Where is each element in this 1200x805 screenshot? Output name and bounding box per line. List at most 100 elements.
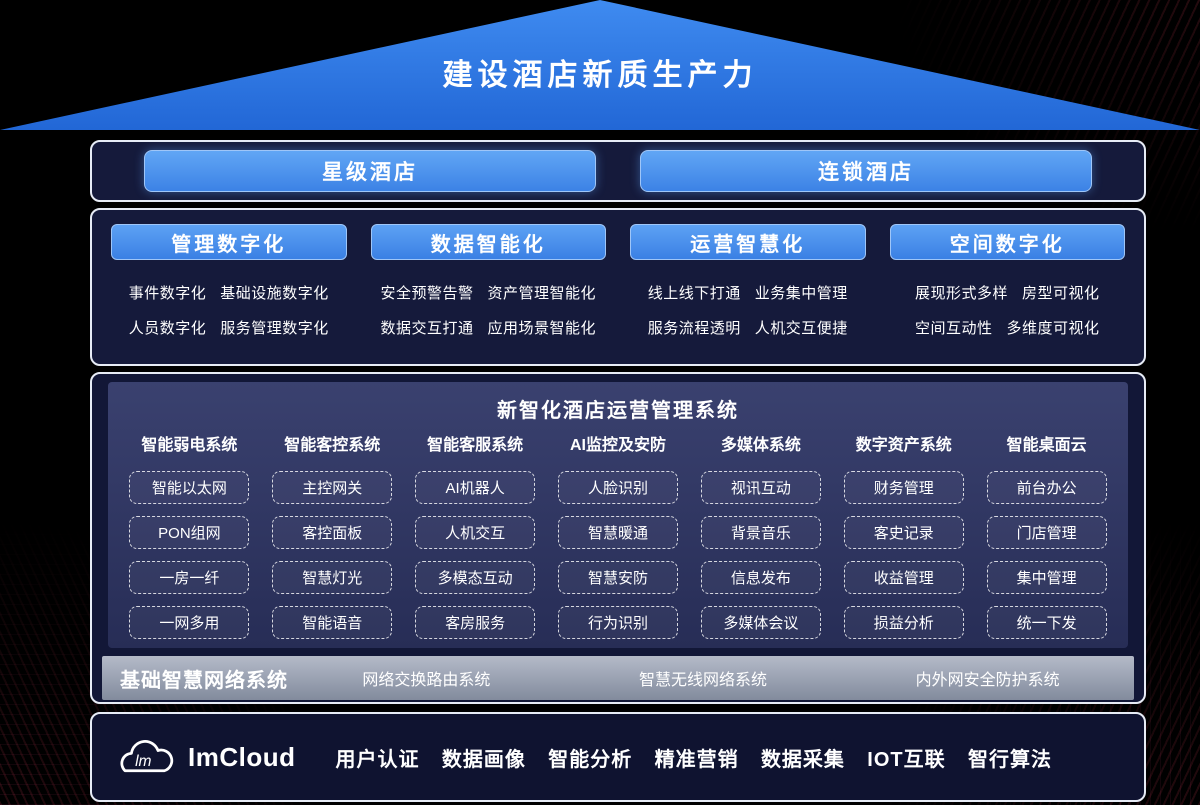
pillar-item: 资产管理智能化 <box>487 285 597 302</box>
pillar-row: 线上线下打通 业务集中管理 <box>648 282 848 303</box>
system-cell: AI机器人 <box>415 471 536 504</box>
system-column-guest-service: 智能客服系统 AI机器人 人机交互 多模态互动 客房服务 <box>404 435 547 639</box>
system-column-weak-current: 智能弱电系统 智能以太网 PON组网 一房一纤 一网多用 <box>118 435 261 639</box>
system-cell: 主控网关 <box>272 471 393 504</box>
pillar-title-button: 数据智能化 <box>370 224 606 260</box>
pillar-items: 事件数字化 基础设施数字化 人员数字化 服务管理数字化 <box>129 282 329 338</box>
system-cell: 客控面板 <box>272 516 393 549</box>
system-cell: 损益分析 <box>843 606 964 639</box>
system-column-digital-assets: 数字资产系统 财务管理 客史记录 收益管理 损益分析 <box>832 435 975 639</box>
system-cell: 集中管理 <box>986 561 1107 594</box>
system-cell: 门店管理 <box>986 516 1107 549</box>
system-panel: 新智化酒店运营管理系统 智能弱电系统 智能以太网 PON组网 一房一纤 一网多用… <box>108 382 1128 648</box>
system-cell: 多媒体会议 <box>700 606 821 639</box>
system-column-header: 多媒体系统 <box>720 437 801 454</box>
system-cell: 客房服务 <box>415 606 536 639</box>
pillar-item: 线上线下打通 <box>647 285 741 302</box>
pillar-management: 管理数字化 事件数字化 基础设施数字化 人员数字化 服务管理数字化 <box>102 224 356 350</box>
system-title: 新智化酒店运营管理系统 <box>497 400 739 422</box>
system-cell: 视讯互动 <box>700 471 821 504</box>
pillar-row: 人员数字化 服务管理数字化 <box>129 317 329 338</box>
system-column-desktop-cloud: 智能桌面云 前台办公 门店管理 集中管理 统一下发 <box>975 435 1118 639</box>
system-cell: 人机交互 <box>415 516 536 549</box>
system-column-guest-control: 智能客控系统 主控网关 客控面板 智慧灯光 智能语音 <box>261 435 404 639</box>
system-cell: 前台办公 <box>986 471 1107 504</box>
footer-item: 数据采集 <box>760 748 845 771</box>
imcloud-logo: lm ImCloud <box>114 735 296 779</box>
pillar-item: 数据交互打通 <box>380 320 474 337</box>
pillar-title-button: 管理数字化 <box>111 224 347 260</box>
system-column-header: AI监控及安防 <box>570 437 667 454</box>
network-item: 内外网安全防护系统 <box>915 672 1060 689</box>
system-cell: PON组网 <box>129 516 250 549</box>
pillar-row: 安全预警告警 资产管理智能化 <box>380 282 596 303</box>
cloud-logo-glyph: lm <box>135 753 151 770</box>
footer-item: 精准营销 <box>654 748 739 771</box>
system-column-multimedia: 多媒体系统 视讯互动 背景音乐 信息发布 多媒体会议 <box>689 435 832 639</box>
pillar-item: 事件数字化 <box>128 285 207 302</box>
pillar-row: 空间互动性 多维度可视化 <box>915 317 1100 338</box>
system-cell: 智慧暖通 <box>558 516 678 549</box>
page-title: 建设酒店新质生产力 <box>442 59 758 92</box>
system-cell: 智能以太网 <box>129 471 250 504</box>
footer-item: 用户认证 <box>335 748 420 771</box>
digitization-pillars-section: 管理数字化 事件数字化 基础设施数字化 人员数字化 服务管理数字化 数据智能化 … <box>90 208 1146 366</box>
pillar-row: 服务流程透明 人机交互便捷 <box>648 317 848 338</box>
system-column-header: 智能客服系统 <box>427 437 524 454</box>
system-column-ai-security: AI监控及安防 人脸识别 智慧暖通 智慧安防 行为识别 <box>547 435 690 639</box>
hotel-type-chain: 连锁酒店 <box>640 150 1092 192</box>
network-items: 网络交换路由系统 智慧无线网络系统 内外网安全防护系统 <box>288 666 1134 690</box>
footer-item: 数据画像 <box>441 748 526 771</box>
pillar-items: 展现形式多样 房型可视化 空间互动性 多维度可视化 <box>915 282 1100 338</box>
system-grid: 智能弱电系统 智能以太网 PON组网 一房一纤 一网多用 智能客控系统 主控网关… <box>108 423 1128 639</box>
network-item: 网络交换路由系统 <box>362 672 491 689</box>
system-cell: 背景音乐 <box>700 516 821 549</box>
pillar-data: 数据智能化 安全预警告警 资产管理智能化 数据交互打通 应用场景智能化 <box>362 224 616 350</box>
network-title: 基础智慧网络系统 <box>120 669 288 692</box>
pillar-item: 人员数字化 <box>128 320 207 337</box>
pillar-item: 业务集中管理 <box>754 285 848 302</box>
pillar-item: 安全预警告警 <box>380 285 474 302</box>
system-column-header: 智能桌面云 <box>1006 437 1087 454</box>
footer-item: 智行算法 <box>968 748 1052 771</box>
pillar-title-button: 运营智慧化 <box>630 224 866 260</box>
system-cell: 行为识别 <box>558 606 678 639</box>
system-cell: 统一下发 <box>986 606 1107 639</box>
pillar-item: 服务管理数字化 <box>220 320 329 337</box>
system-cell: 财务管理 <box>843 471 964 504</box>
pillar-item: 空间互动性 <box>914 320 993 337</box>
system-cell: 智慧安防 <box>558 561 678 594</box>
brand-name: ImCloud <box>188 741 296 772</box>
hotel-type-star: 星级酒店 <box>144 150 596 192</box>
system-cell: 多模态互动 <box>415 561 536 594</box>
pillar-row: 事件数字化 基础设施数字化 <box>129 282 329 303</box>
pillar-item: 展现形式多样 <box>914 285 1008 302</box>
pillar-item: 基础设施数字化 <box>220 285 329 302</box>
footer-item: 智能分析 <box>548 748 633 771</box>
pillar-space: 空间数字化 展现形式多样 房型可视化 空间互动性 多维度可视化 <box>881 224 1135 350</box>
system-cell: 信息发布 <box>700 561 821 594</box>
network-bar: 基础智慧网络系统 网络交换路由系统 智慧无线网络系统 内外网安全防护系统 <box>102 656 1134 700</box>
pillar-items: 线上线下打通 业务集中管理 服务流程透明 人机交互便捷 <box>648 282 848 338</box>
operation-system-section: 新智化酒店运营管理系统 智能弱电系统 智能以太网 PON组网 一房一纤 一网多用… <box>90 372 1146 704</box>
system-column-header: 智能弱电系统 <box>141 437 238 454</box>
pillar-row: 数据交互打通 应用场景智能化 <box>380 317 596 338</box>
pillar-row: 展现形式多样 房型可视化 <box>915 282 1100 303</box>
network-item: 智慧无线网络系统 <box>638 672 767 689</box>
pillar-item: 人机交互便捷 <box>754 320 848 337</box>
cloud-icon: lm <box>120 740 174 773</box>
system-column-header: 数字资产系统 <box>855 437 952 454</box>
hotel-types-section: 星级酒店 连锁酒店 <box>90 140 1146 202</box>
pillar-operations: 运营智慧化 线上线下打通 业务集中管理 服务流程透明 人机交互便捷 <box>621 224 875 350</box>
footer-item: IOT互联 <box>867 748 946 771</box>
system-cell: 智慧灯光 <box>272 561 393 594</box>
system-cell: 收益管理 <box>843 561 964 594</box>
system-cell: 一网多用 <box>129 606 250 639</box>
system-column-header: 智能客控系统 <box>284 437 381 454</box>
system-cell: 智能语音 <box>272 606 393 639</box>
pillar-items: 安全预警告警 资产管理智能化 数据交互打通 应用场景智能化 <box>380 282 596 338</box>
footer-section: lm ImCloud 用户认证 数据画像 智能分析 精准营销 数据采集 IOT互… <box>90 712 1146 802</box>
system-cell: 客史记录 <box>843 516 964 549</box>
system-cell: 一房一纤 <box>129 561 250 594</box>
